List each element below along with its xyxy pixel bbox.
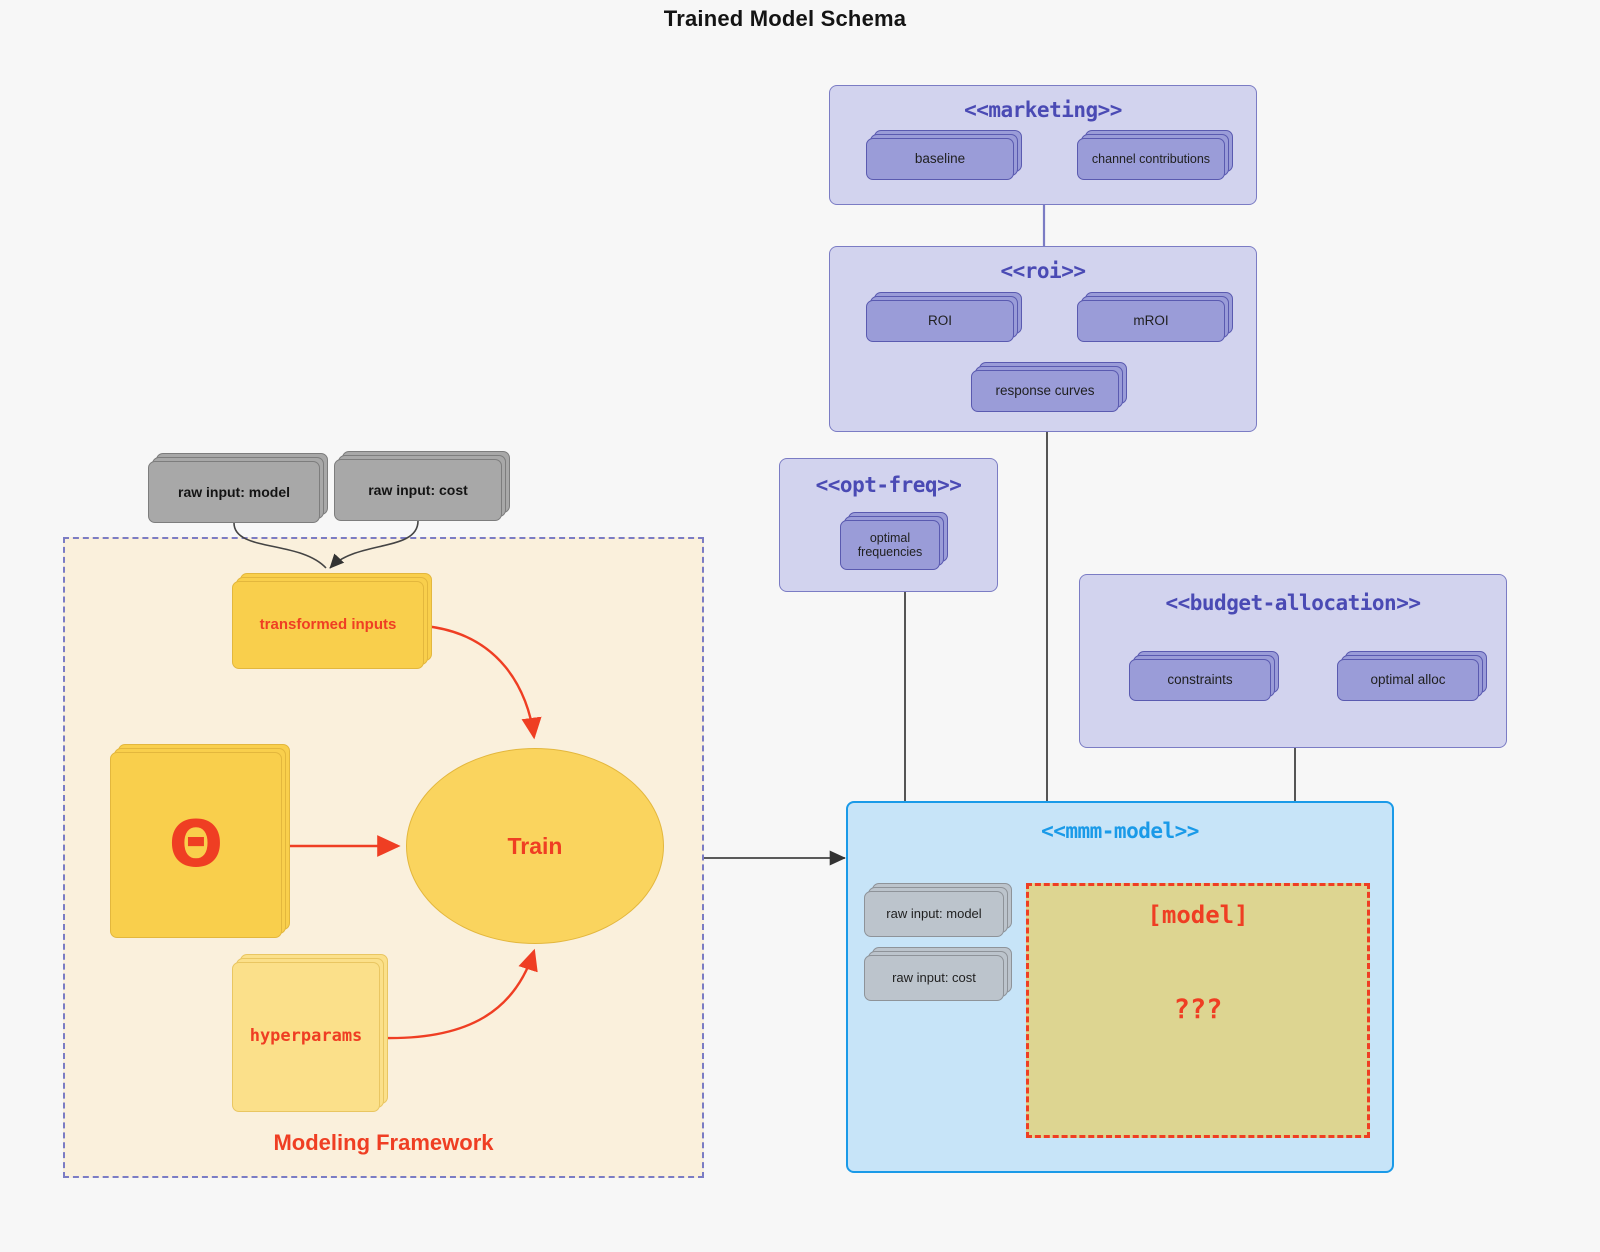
component-optimal-alloc-label: optimal alloc: [1337, 659, 1479, 701]
model-placeholder-question: ???: [1173, 994, 1223, 1025]
package-mmm-model-title: <<mmm-model>>: [1041, 819, 1199, 843]
package-roi-title: <<roi>>: [1000, 259, 1086, 283]
component-optimal-frequencies[interactable]: optimal frequencies: [840, 512, 948, 570]
component-response-curves[interactable]: response curves: [971, 362, 1127, 412]
package-opt-freq-title: <<opt-freq>>: [815, 473, 962, 497]
component-mroi[interactable]: mROI: [1077, 292, 1233, 342]
transformed-inputs-label: transformed inputs: [232, 581, 424, 669]
optimal-frequencies-line1: optimal: [869, 530, 911, 545]
model-placeholder-title: [model]: [1147, 901, 1249, 929]
transformed-inputs-node[interactable]: transformed inputs: [232, 573, 432, 669]
component-constraints[interactable]: constraints: [1129, 651, 1279, 701]
raw-input-cost-label: raw input: cost: [334, 459, 502, 521]
component-channel-contributions-label: channel contributions: [1077, 138, 1225, 180]
modeling-framework-label: Modeling Framework: [273, 1130, 494, 1155]
component-optimal-frequencies-box: optimal frequencies: [840, 520, 940, 570]
optimal-frequencies-line2: frequencies: [857, 545, 923, 559]
component-optimal-alloc[interactable]: optimal alloc: [1337, 651, 1487, 701]
component-channel-contributions[interactable]: channel contributions: [1077, 130, 1233, 180]
train-label: Train: [507, 832, 563, 859]
mmm-raw-input-cost-label: raw input: cost: [864, 955, 1004, 1001]
model-placeholder-box[interactable]: [model] ???: [1026, 883, 1370, 1138]
package-marketing-title: <<marketing>>: [964, 98, 1122, 122]
mmm-raw-input-model-label: raw input: model: [864, 891, 1004, 937]
mmm-raw-input-model-node[interactable]: raw input: model: [864, 883, 1012, 937]
component-roi-label: ROI: [866, 300, 1014, 342]
package-budget-allocation-title: <<budget-allocation>>: [1165, 591, 1421, 615]
component-constraints-label: constraints: [1129, 659, 1271, 701]
component-roi[interactable]: ROI: [866, 292, 1022, 342]
component-mroi-label: mROI: [1077, 300, 1225, 342]
mmm-raw-input-cost-node[interactable]: raw input: cost: [864, 947, 1012, 1001]
raw-input-model-node[interactable]: raw input: model: [148, 453, 328, 523]
component-baseline[interactable]: baseline: [866, 130, 1022, 180]
raw-input-cost-node[interactable]: raw input: cost: [334, 451, 510, 521]
component-baseline-label: baseline: [866, 138, 1014, 180]
page-title: Trained Model Schema: [663, 6, 907, 31]
theta-symbol-icon: Θ: [168, 808, 224, 882]
component-response-curves-label: response curves: [971, 370, 1119, 412]
theta-node[interactable]: Θ: [110, 744, 290, 938]
theta-front: Θ: [110, 752, 282, 938]
raw-input-model-label: raw input: model: [148, 461, 320, 523]
hyperparams-node[interactable]: hyperparams: [232, 954, 388, 1112]
hyperparams-label: hyperparams: [232, 962, 380, 1112]
train-ellipse[interactable]: Train: [406, 748, 664, 944]
